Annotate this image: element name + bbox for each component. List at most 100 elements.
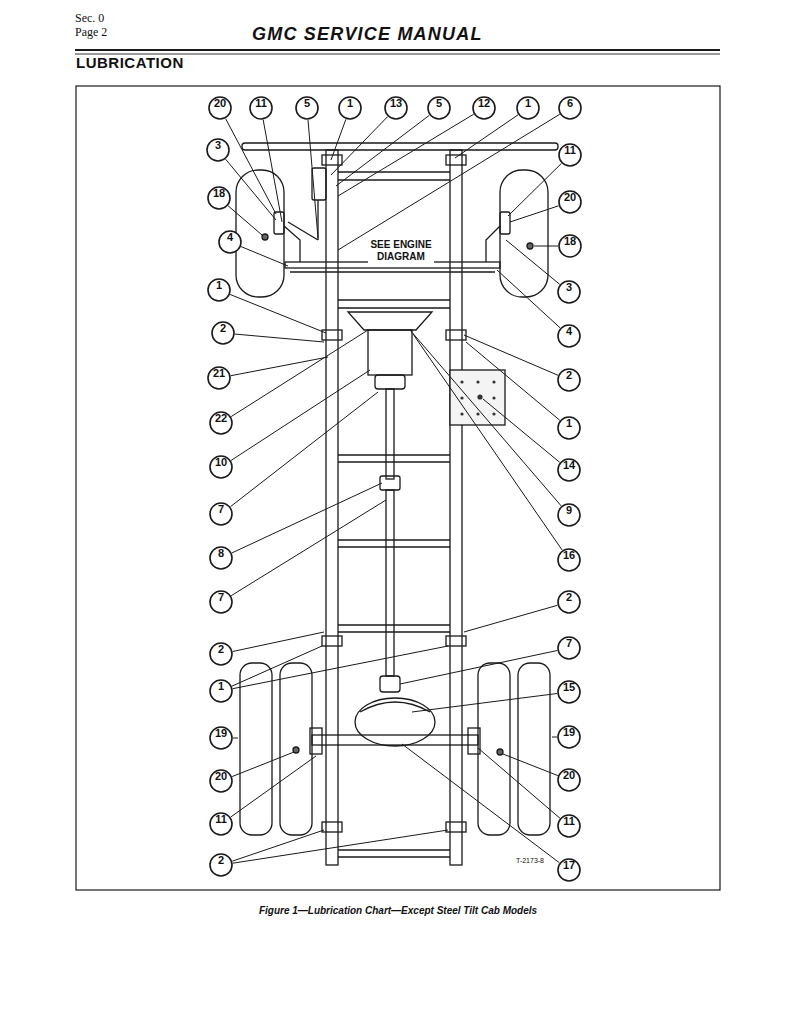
callout-number: 2	[212, 322, 234, 344]
callout-number: 20	[209, 97, 231, 119]
leader-line	[230, 294, 326, 333]
callout-number: 17	[558, 859, 580, 881]
callout-number: 19	[558, 726, 580, 748]
callout-circle	[209, 97, 231, 119]
leader-line	[308, 120, 318, 238]
callout-circle	[210, 680, 232, 702]
callout-number: 12	[473, 97, 495, 119]
callout-circle	[558, 681, 580, 703]
callout-number: 13	[385, 97, 407, 119]
callout-circle	[208, 187, 230, 209]
callout-number: 22	[210, 412, 232, 434]
callout-circle	[210, 412, 232, 434]
callout-number: 11	[210, 813, 232, 835]
leader-line	[412, 694, 557, 712]
callout-circle	[558, 726, 580, 748]
leader-line	[230, 392, 378, 507]
callout-number: 18	[559, 235, 581, 257]
leader-line	[331, 117, 388, 175]
leader-line	[552, 737, 557, 738]
callout-number: 11	[250, 97, 272, 119]
callout-circle	[207, 139, 229, 161]
callout-circle	[558, 325, 580, 347]
callout-circle	[517, 97, 539, 119]
leader-line	[402, 744, 559, 863]
leader-line	[231, 756, 316, 817]
callout-circle	[558, 281, 580, 303]
callout-number: 2	[210, 854, 232, 876]
drawing-number: T-2173-8	[516, 857, 544, 864]
callout-circle	[559, 191, 581, 213]
leader-line	[233, 632, 324, 651]
callout-number: 2	[210, 643, 232, 665]
leader-line	[455, 115, 518, 158]
leader-line	[464, 335, 558, 375]
leader-line	[226, 119, 276, 214]
callout-circle	[559, 235, 581, 257]
callout-circle	[208, 279, 230, 301]
callout-number: 11	[558, 815, 580, 837]
callout-number: 4	[219, 231, 241, 253]
callout-number: 19	[210, 727, 232, 749]
callout-circle	[558, 504, 580, 526]
page-number: Page 2	[75, 25, 107, 40]
callout-number: 8	[210, 547, 232, 569]
callout-circle	[210, 456, 232, 478]
callout-circle	[558, 549, 580, 571]
leader-line	[466, 342, 560, 420]
callout-number: 1	[208, 279, 230, 301]
callout-circle	[210, 770, 232, 792]
leader-line	[232, 483, 382, 553]
callout-circle	[558, 769, 580, 791]
leader-line	[228, 206, 262, 235]
leader-line	[534, 246, 558, 247]
callout-number: 3	[207, 139, 229, 161]
leader-line	[241, 247, 288, 266]
engine-note: SEE ENGINE DIAGRAM	[368, 238, 434, 264]
callout-number: 3	[558, 281, 580, 303]
callout-number: 1	[558, 417, 580, 439]
callout-number: 11	[559, 144, 581, 166]
leader-line	[233, 646, 448, 689]
callout-circle	[559, 97, 581, 119]
callout-circle	[210, 503, 232, 525]
leader-line	[503, 754, 558, 776]
callout-circle	[558, 591, 580, 613]
callout-circle	[210, 591, 232, 613]
leader-line	[226, 159, 276, 220]
section-number: Sec. 0	[75, 11, 104, 26]
leader-line	[336, 115, 429, 186]
leader-line	[508, 163, 561, 216]
callout-number: 9	[558, 504, 580, 526]
leader-line	[231, 500, 386, 596]
callout-circle	[250, 97, 272, 119]
callout-number: 5	[428, 97, 450, 119]
leader-line	[464, 605, 557, 632]
leader-line	[413, 334, 562, 550]
callout-circle	[558, 637, 580, 659]
callout-number: 1	[210, 680, 232, 702]
callout-number: 1	[517, 97, 539, 119]
leader-line	[338, 114, 474, 196]
callout-circle	[210, 854, 232, 876]
callout-circle	[210, 643, 232, 665]
leader-line	[235, 334, 324, 342]
callout-circle	[473, 97, 495, 119]
manual-heading: GMC SERVICE MANUAL	[252, 24, 483, 45]
leader-line	[331, 119, 346, 160]
leader-line	[506, 240, 560, 284]
callout-circle	[339, 97, 361, 119]
callout-number: 14	[558, 459, 580, 481]
callout-circle	[558, 417, 580, 439]
figure-caption: Figure 1—Lubrication Chart—Except Steel …	[76, 905, 720, 916]
leader-line	[231, 370, 370, 460]
callout-number: 20	[558, 769, 580, 791]
leader-line	[400, 651, 557, 684]
callout-circle	[428, 97, 450, 119]
section-title: LUBRICATION	[76, 54, 184, 71]
leader-line	[410, 330, 561, 506]
callout-number: 7	[210, 591, 232, 613]
callout-number: 16	[558, 549, 580, 571]
